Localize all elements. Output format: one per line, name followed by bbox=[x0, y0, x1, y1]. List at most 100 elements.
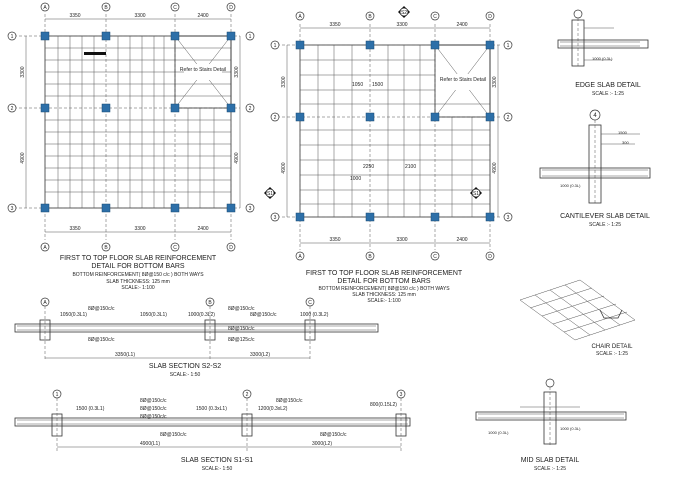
plan2-dim-side-1-right: 3300 bbox=[492, 76, 498, 87]
chair-bar-shape bbox=[599, 309, 623, 319]
plan2-grid-2: 2 bbox=[274, 115, 277, 121]
s2-label-9: 8Ø@125c/c bbox=[228, 337, 255, 343]
section-s2: A B C 1050(0.3L1) 8Ø@150c/c 1050(0.3L1) … bbox=[14, 297, 379, 378]
plan1-grid-d-bottom: D bbox=[229, 245, 233, 251]
plan2-grid-2-right: 2 bbox=[507, 115, 510, 121]
plan2-section-s2: S2 bbox=[401, 10, 407, 16]
s2-dim-2: 3300(L2) bbox=[250, 352, 270, 358]
plan1-bars bbox=[45, 36, 231, 208]
plan1-grid-2: 2 bbox=[11, 106, 14, 112]
edge-title: EDGE SLAB DETAIL bbox=[575, 82, 641, 89]
plan2-dim-bottom-3: 2400 bbox=[456, 237, 467, 243]
plan1-dim-side-1: 3300 bbox=[20, 66, 26, 77]
plan2-dim-top-2: 3300 bbox=[396, 22, 407, 28]
plan2-grid-a-bottom: A bbox=[298, 254, 302, 260]
plan2-dim-top-3: 2400 bbox=[456, 22, 467, 28]
plan2-note: BOTTOM REINFORCEMENT( 8Ø@150 c/c ) BOTH … bbox=[318, 286, 450, 292]
s2-label-10: 8Ø@150c/c bbox=[228, 326, 255, 332]
plan2-grid-b: B bbox=[368, 14, 372, 20]
plan-2: Refer to Stairs Detail 1050 1500 2250 21… bbox=[264, 6, 513, 304]
chair-title: CHAIR DETAIL bbox=[592, 344, 634, 350]
plan2-dim-bottom-1: 3350 bbox=[329, 237, 340, 243]
s1-grid-1: 1 bbox=[56, 392, 59, 398]
s1-dim-2: 3000(L2) bbox=[312, 441, 332, 447]
s2-label-8: 8Ø@150c/c bbox=[88, 337, 115, 343]
plan2-grid-b-bottom: B bbox=[368, 254, 372, 260]
plan1-thickness: SLAB THICKNESS: 125 mm bbox=[106, 279, 170, 285]
plan2-grid-d-bottom: D bbox=[488, 254, 492, 260]
mid-slab-detail: 1000 (0.3L) 1000 (0.3L) MID SLAB DETAIL … bbox=[475, 378, 627, 472]
edge-slab-detail: 1000 (0.3L) EDGE SLAB DETAIL SCALE :- 1:… bbox=[557, 9, 649, 97]
s2-title: SLAB SECTION S2-S2 bbox=[149, 363, 221, 370]
plan2-dim-side-2: 4900 bbox=[281, 162, 287, 173]
s1-label-4: 8Ø@150c/c bbox=[276, 398, 303, 404]
plan1-grid-d: D bbox=[229, 5, 233, 11]
s1-label-1: 1500 (0.3L1) bbox=[76, 406, 105, 412]
plan1-grid-a-bottom: A bbox=[43, 245, 47, 251]
s2-grid-a: A bbox=[43, 300, 47, 306]
edge-scale: SCALE :- 1:25 bbox=[592, 91, 624, 97]
plan1-dim-top-2: 3300 bbox=[134, 13, 145, 19]
s1-label-10: 800(0.15L2) bbox=[370, 402, 397, 408]
plan2-inner-dim-2: 1500 bbox=[372, 82, 383, 88]
s1-label-8: 8Ø@150c/c bbox=[320, 432, 347, 438]
plan2-section-s1-right: S1 bbox=[473, 191, 479, 197]
plan1-dim-bottom-3: 2400 bbox=[197, 226, 208, 232]
s1-label-6: 8Ø@150c/c bbox=[140, 406, 167, 412]
plan2-thickness: SLAB THICKNESS: 125 mm bbox=[352, 292, 416, 298]
cantilever-slab-detail: 4 1500 300 1000 (0.3L) CANTILEVER SLAB D… bbox=[539, 109, 651, 228]
plan1-marker bbox=[84, 52, 106, 55]
plan1-grid-c-bottom: C bbox=[173, 245, 177, 251]
plan1-grid-1-right: 1 bbox=[249, 34, 252, 40]
cantilever-scale: SCALE :- 1:25 bbox=[589, 222, 621, 228]
plan2-grid-3: 3 bbox=[274, 215, 277, 221]
plan2-stair-note: Refer to Stairs Detail bbox=[440, 77, 486, 83]
s2-label-4: 8Ø@150c/c bbox=[228, 306, 255, 312]
plan2-section-s1-left: S1 bbox=[267, 191, 273, 197]
s1-grid-2: 2 bbox=[246, 392, 249, 398]
section-s1: 1 2 3 1500 (0.3L1) 8Ø@150c/c 1500 (0.3xL… bbox=[14, 389, 411, 472]
plan1-dim-side-2-right: 4900 bbox=[234, 152, 240, 163]
s1-grid-3: 3 bbox=[400, 392, 403, 398]
mid-dim-2: 1000 (0.3L) bbox=[560, 426, 581, 431]
plan2-grid-1: 1 bbox=[274, 43, 277, 49]
plan2-title-line2: DETAIL FOR BOTTOM BARS bbox=[337, 278, 431, 285]
plan2-dim-side-1: 3300 bbox=[281, 76, 287, 87]
plan1-dim-side-1-right: 3300 bbox=[234, 66, 240, 77]
s1-label-3: 1500 (0.3xL1) bbox=[196, 406, 227, 412]
s1-label-2: 8Ø@150c/c bbox=[140, 398, 167, 404]
plan1-scale: SCALE:- 1:100 bbox=[121, 285, 155, 291]
s1-dim-1: 4900(L1) bbox=[140, 441, 160, 447]
plan1-stair-box bbox=[174, 35, 232, 109]
cantilever-dim-2: 300 bbox=[622, 140, 629, 145]
s1-label-7: 8Ø@150c/c bbox=[160, 432, 187, 438]
plan1-grid-a: A bbox=[43, 5, 47, 11]
plan2-columns bbox=[295, 40, 495, 222]
s2-slab bbox=[14, 323, 379, 333]
plan1-dim-side-2: 4900 bbox=[20, 152, 26, 163]
s1-slab bbox=[14, 417, 411, 427]
plan1-grid-2-right: 2 bbox=[249, 106, 252, 112]
plan2-grid-c-bottom: C bbox=[433, 254, 437, 260]
plan1-dim-top-3: 2400 bbox=[197, 13, 208, 19]
plan1-grid-1: 1 bbox=[11, 34, 14, 40]
plan-1: Refer to Stairs Detail A B C D A B C D 1… bbox=[7, 2, 255, 291]
s2-label-2: 8Ø@150c/c bbox=[88, 306, 115, 312]
plan2-dim-bottom-2: 3300 bbox=[396, 237, 407, 243]
plan1-dim-bottom-2: 3300 bbox=[134, 226, 145, 232]
mid-dim-1: 1000 (0.3L) bbox=[488, 430, 509, 435]
plan1-title-line2: DETAIL FOR BOTTOM BARS bbox=[91, 263, 185, 270]
s2-scale: SCALE:- 1:50 bbox=[170, 372, 201, 378]
plan1-dim-bottom-1: 3350 bbox=[69, 226, 80, 232]
s2-label-7: 1000 (0.3L2) bbox=[300, 312, 329, 318]
plan2-grid-c: C bbox=[433, 14, 437, 20]
plan1-grid-b: B bbox=[104, 5, 108, 11]
plan2-stair-box bbox=[434, 44, 491, 118]
plan2-inner-dim-3: 2250 bbox=[363, 164, 374, 170]
s2-grid-b: B bbox=[208, 300, 212, 306]
s2-label-5: 1000(0.3L2) bbox=[188, 312, 215, 318]
plan2-inner-dim-4: 2100 bbox=[405, 164, 416, 170]
plan1-grid-c: C bbox=[173, 5, 177, 11]
cantilever-grid: 4 bbox=[593, 113, 597, 119]
